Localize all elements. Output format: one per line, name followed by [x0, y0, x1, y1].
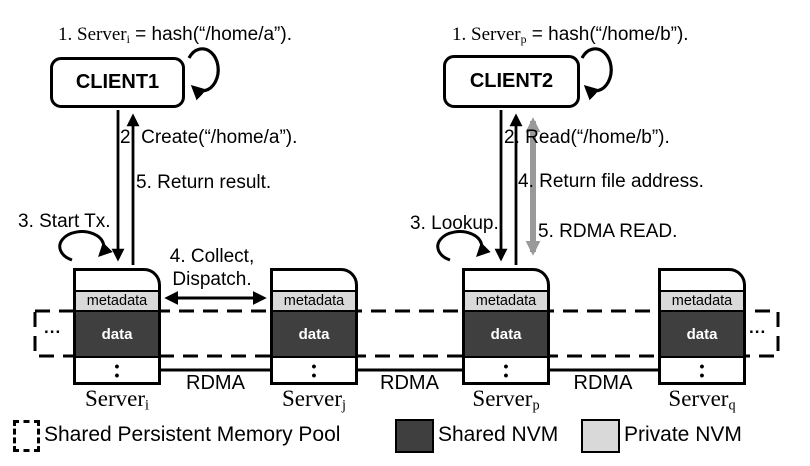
server-i-label: Serveri — [73, 386, 161, 415]
client1-step3-label: 3. Start Tx. — [18, 211, 111, 232]
server-q-data-band: data — [661, 312, 743, 358]
client2-step5-label: 5. RDMA READ. — [538, 221, 678, 242]
step1-server-term: 1. Server — [452, 24, 521, 45]
step1-hash-expr: = hash(“/home/a”). — [129, 24, 292, 45]
client2-box: CLIENT2 — [443, 55, 580, 108]
private-nvm-legend-swatch — [581, 419, 620, 453]
collect-dispatch-label: 4. Collect, Dispatch. — [156, 245, 268, 291]
client1-step5-label: 5. Return result. — [136, 172, 272, 193]
pool-ellipsis-left: ... — [44, 318, 62, 337]
server-sub: i — [145, 397, 149, 414]
dot: • — [699, 357, 705, 374]
server-q-box: metadata data • • — [658, 268, 746, 385]
collect-line: 4. Collect, — [169, 246, 255, 267]
client1-box: CLIENT1 — [50, 57, 185, 108]
client1-step1-label: 1. Serveri = hash(“/home/a”). — [58, 24, 292, 47]
dot: • — [114, 357, 120, 374]
server-name: Server — [282, 386, 343, 411]
server-p-more-dots: • • — [465, 358, 547, 382]
server-sub: q — [728, 397, 736, 414]
server-p-metadata-band: metadata — [465, 290, 547, 312]
server-q-metadata-band: metadata — [661, 290, 743, 312]
client2-step4-label: 4. Return file address. — [518, 171, 704, 192]
server-name: Server — [668, 386, 729, 411]
server-name: Server — [472, 386, 533, 411]
step1-hash-expr: = hash(“/home/b”). — [526, 24, 689, 45]
server-sub: p — [532, 397, 540, 414]
server-j-more-dots: • • — [273, 358, 355, 382]
server-p-box: metadata data • • — [462, 268, 550, 385]
pool-legend-swatch — [13, 420, 40, 452]
server-i-data-band: data — [76, 312, 158, 358]
pool-legend-label: Shared Persistent Memory Pool — [44, 423, 341, 446]
server-q-more-dots: • • — [661, 358, 743, 382]
dot: • — [311, 357, 317, 374]
rdma-label-1: RDMA — [186, 372, 245, 394]
server-i-more-dots: • • — [76, 358, 158, 382]
shared-nvm-legend-swatch — [395, 419, 434, 453]
server-p-label: Serverp — [462, 386, 550, 415]
rdma-label-3: RDMA — [573, 372, 633, 394]
server-j-label: Serverj — [270, 386, 358, 415]
server-i-box: metadata data • • — [73, 268, 161, 385]
server-sub: j — [342, 397, 346, 414]
client2-step2-label: 2. Read(“/home/b”). — [504, 127, 670, 148]
shared-persistent-memory-pool-outline — [33, 309, 780, 358]
dot: • — [503, 357, 509, 374]
server-j-metadata-band: metadata — [273, 290, 355, 312]
dot: • — [114, 366, 120, 383]
private-nvm-legend-label: Private NVM — [624, 423, 742, 446]
client2-step1-label: 1. Serverp = hash(“/home/b”). — [452, 24, 689, 47]
server-name: Server — [85, 386, 146, 411]
dispatch-line: Dispatch. — [172, 269, 252, 290]
step1-server-sub: p — [520, 32, 527, 46]
client1-step2-label: 2. Create(“/home/a”). — [120, 127, 298, 148]
dot: • — [311, 366, 317, 383]
step1-server-term: 1. Server — [58, 24, 127, 45]
client2-label: CLIENT2 — [469, 70, 554, 92]
client2-step3-label: 3. Lookup. — [410, 213, 499, 234]
step1-server-sub: i — [126, 32, 130, 46]
pool-ellipsis-right: ... — [749, 318, 767, 337]
rdma-label-2: RDMA — [380, 372, 439, 394]
dot: • — [503, 366, 509, 383]
shared-nvm-legend-label: Shared NVM — [438, 423, 559, 446]
server-p-data-band: data — [465, 312, 547, 358]
dot: • — [699, 366, 705, 383]
client1-label: CLIENT1 — [75, 71, 160, 93]
server-q-label: Serverq — [658, 386, 746, 415]
server-j-data-band: data — [273, 312, 355, 358]
server-i-metadata-band: metadata — [76, 290, 158, 312]
server-j-box: metadata data • • — [270, 268, 358, 385]
